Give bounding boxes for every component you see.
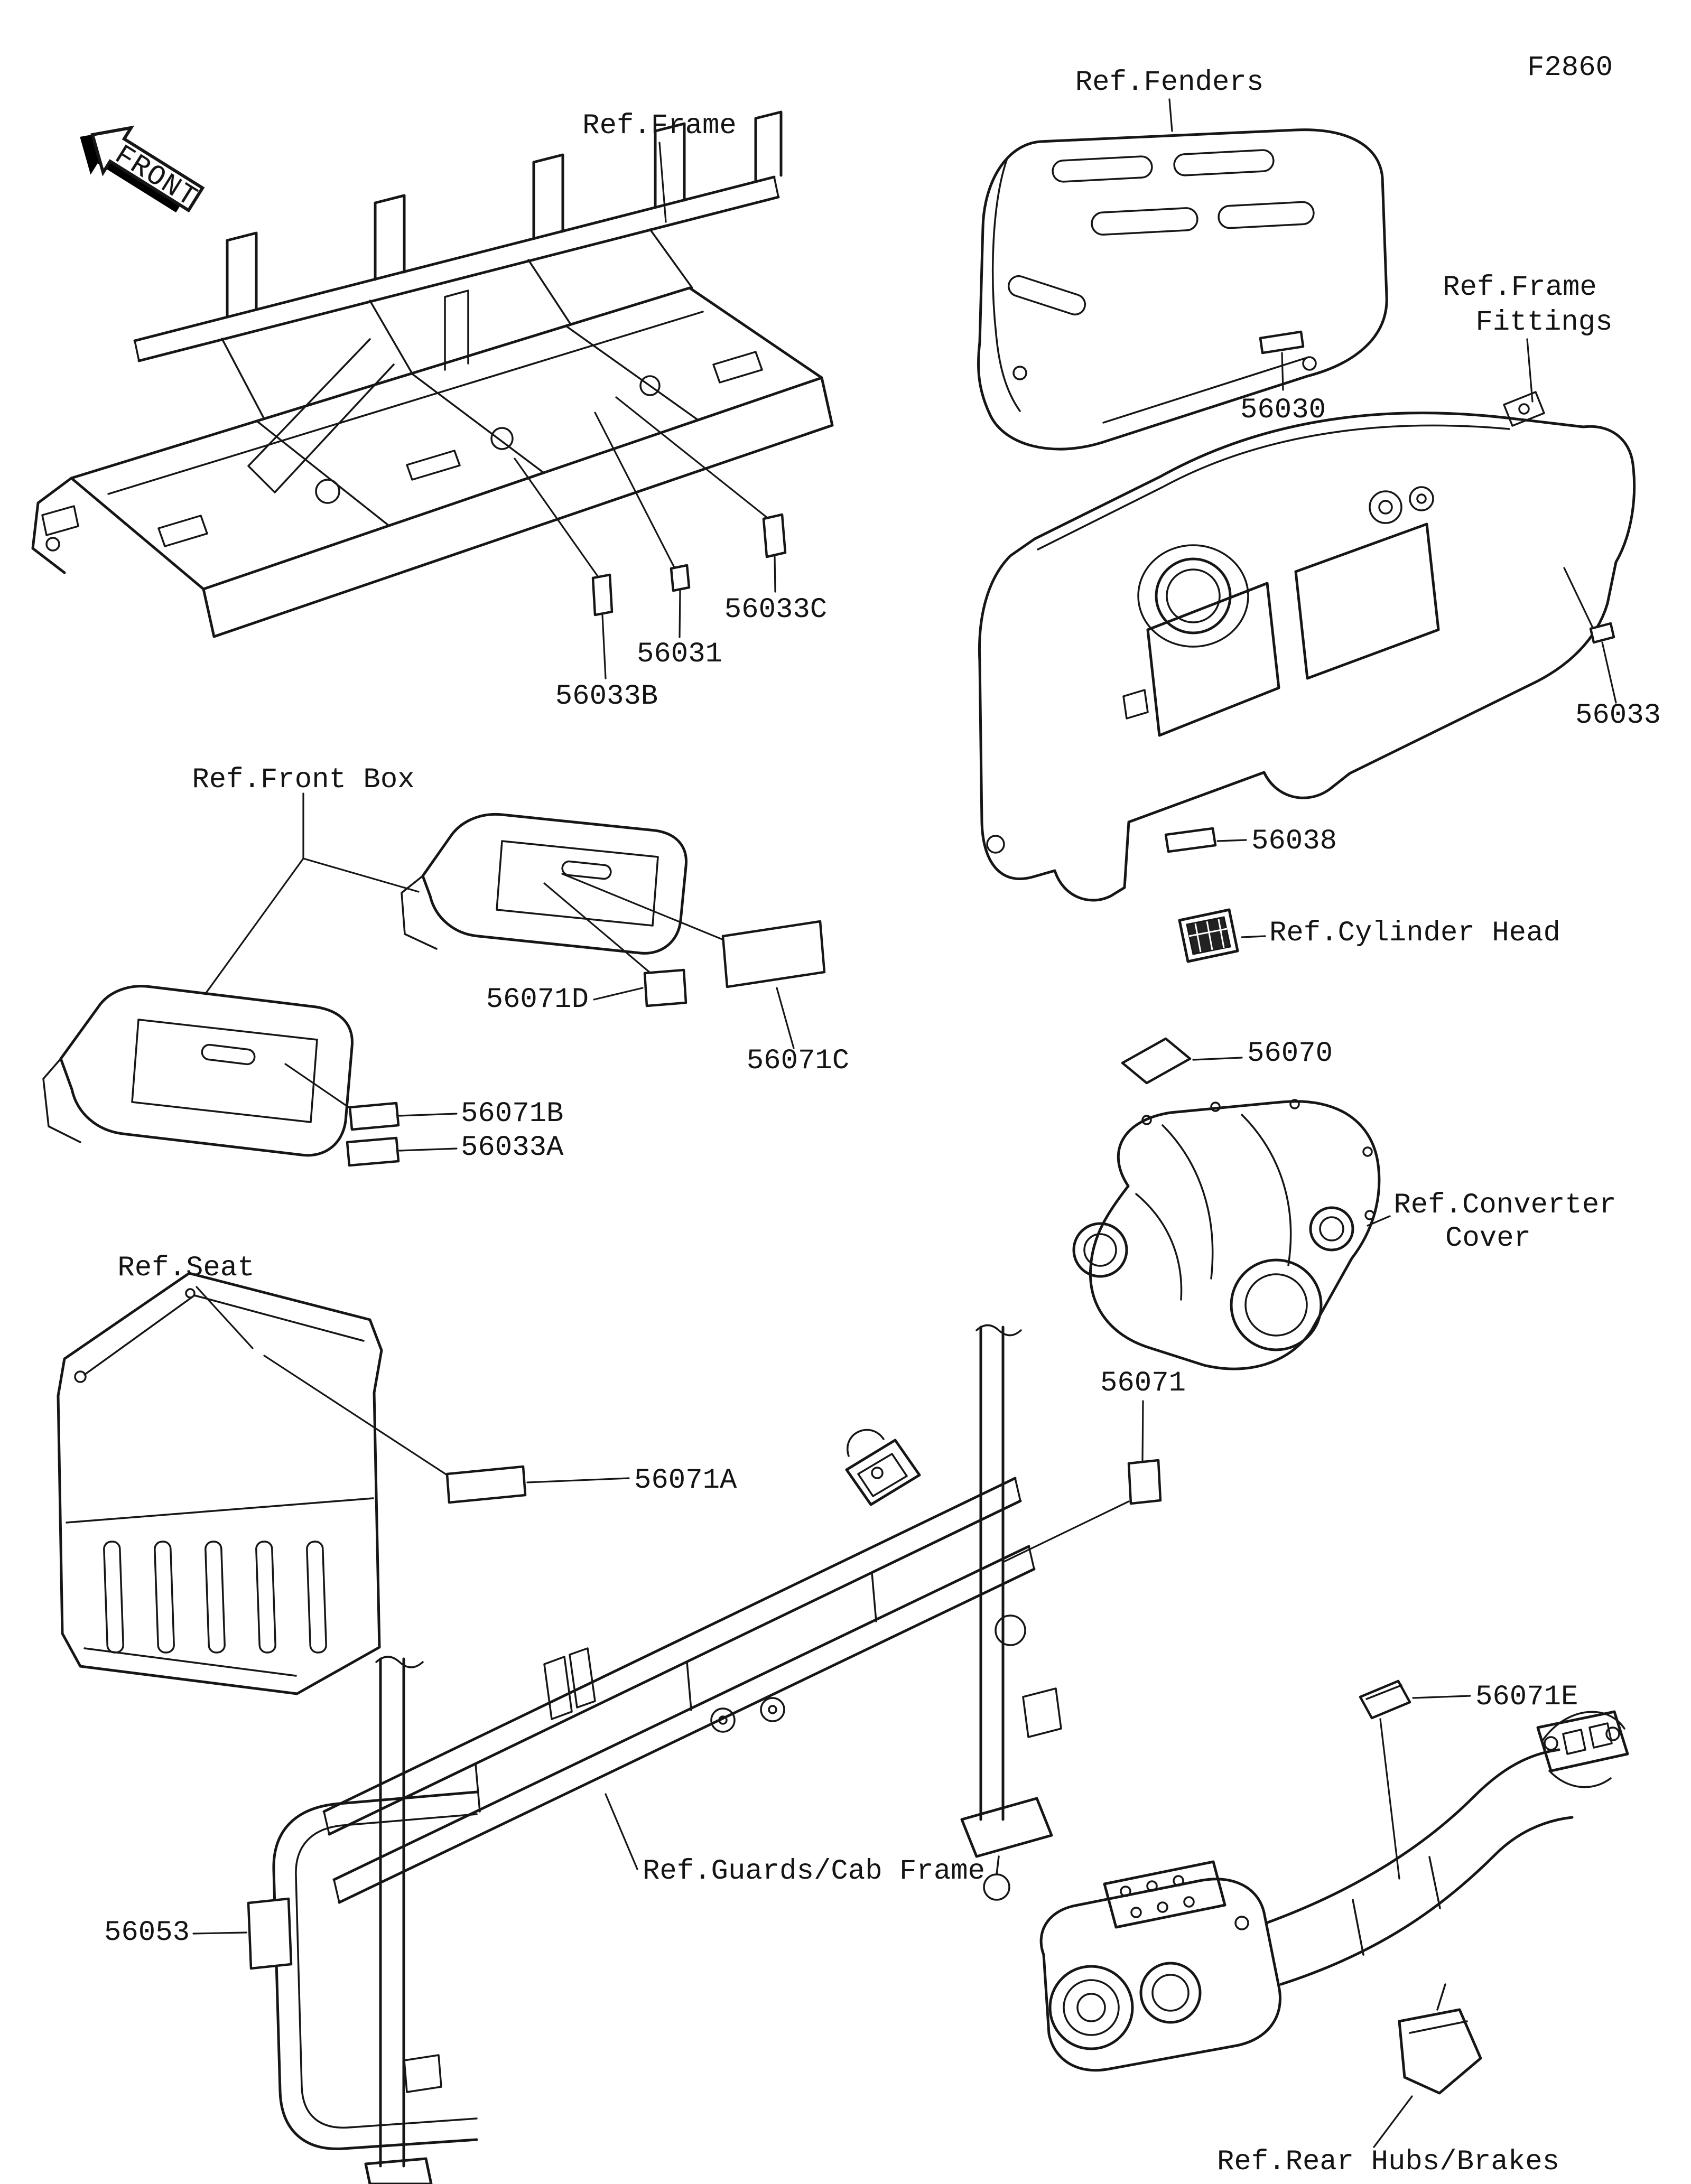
front-arrow: FRONT	[80, 125, 205, 215]
leader-56033C	[615, 396, 768, 519]
leader-ref-fenders	[1168, 98, 1173, 132]
ref-seat-label: Ref.Seat	[117, 1252, 254, 1284]
part-label-56033: 56033	[1575, 699, 1661, 732]
part-label-56071: 56071	[1100, 1367, 1186, 1399]
leader-56071E	[1379, 1718, 1400, 1880]
decal-56033A	[346, 1136, 400, 1167]
ref-converter-label-2: Cover	[1445, 1222, 1531, 1255]
decal-56038	[1164, 827, 1217, 853]
part-label-56071C: 56071C	[747, 1045, 849, 1077]
part-label-56071E: 56071E	[1475, 1681, 1578, 1713]
leader-56071B	[284, 1063, 350, 1108]
leader-56033	[1563, 567, 1594, 629]
leader-56071D	[543, 882, 654, 976]
decal-56030	[1259, 330, 1305, 354]
part-label-56031: 56031	[637, 638, 722, 670]
decal-56071A	[445, 1465, 527, 1504]
decal-56033C	[762, 513, 787, 558]
leader-56071	[1003, 1500, 1130, 1563]
guards-cab-frame-drawing: Ref.Guards/Cab Frame 56053	[104, 1324, 1062, 2184]
part-label-56071D: 56071D	[486, 984, 589, 1016]
decal-56071B	[348, 1102, 400, 1131]
part-label-56033B: 56033B	[555, 680, 658, 713]
decal-56071C	[721, 920, 826, 988]
ref-rear-hubs-label: Ref.Rear Hubs/Brakes	[1217, 2146, 1559, 2178]
page-code: F2860	[1527, 52, 1613, 84]
frame-fittings-drawing: Ref.Frame Fittings 56033	[978, 272, 1661, 902]
part-label-56053: 56053	[104, 1917, 190, 1949]
leader-56071A	[263, 1355, 448, 1476]
leader-56033B	[514, 458, 599, 578]
front-arrow-shape	[90, 125, 205, 213]
part-label-56071B: 56071B	[461, 1098, 563, 1130]
ref-frame-fittings-label-1: Ref.Frame	[1443, 272, 1597, 304]
cylinder-head-drawing: 56038 Ref.Cylinder Head	[1164, 825, 1560, 963]
rear-hubs-drawing: 56071E Ref.Rear Hubs/Brakes	[1039, 1679, 1629, 2178]
ref-converter-label-1: Ref.Converter	[1393, 1189, 1616, 1221]
leader-56071C	[561, 873, 739, 947]
leader-ref-frame-fittings	[1526, 338, 1534, 403]
part-label-56070: 56070	[1247, 1038, 1333, 1070]
converter-cover-drawing: 56070 Ref.Converter Cover	[1072, 1037, 1616, 1370]
frame-drawing: Ref.Frame 56033B 56031	[31, 110, 834, 713]
leader-56031	[594, 412, 675, 568]
decal-56033B	[591, 573, 614, 617]
part-label-56071A: 56071A	[634, 1464, 737, 1497]
ref-cylinder-head-label: Ref.Cylinder Head	[1269, 917, 1560, 949]
decal-56031	[670, 564, 691, 592]
leader-ref-rear-hubs	[1373, 2095, 1413, 2148]
seat-drawing: Ref.Seat 56071A	[57, 1252, 737, 1695]
front-box-drawing: Ref.Front Box 56071D 56071C 56071B 56033…	[42, 764, 849, 1167]
fenders-drawing: Ref.Fenders 56030	[977, 67, 1388, 451]
leader-ref-frame	[658, 142, 667, 223]
leader-ref-seat	[196, 1286, 254, 1349]
callout-56071: 56071	[1003, 1367, 1186, 1563]
part-label-56030: 56030	[1240, 394, 1326, 426]
decal-56071D	[643, 968, 687, 1007]
ref-frame-fittings-label-2: Fittings	[1475, 306, 1612, 339]
ref-fenders-label: Ref.Fenders	[1075, 67, 1263, 99]
leader-ref-front-box	[204, 792, 420, 995]
ref-frame-label: Ref.Frame	[582, 110, 737, 142]
leader-ref-converter	[1367, 1215, 1391, 1227]
part-label-56033C: 56033C	[724, 594, 827, 626]
decal-56033	[1589, 622, 1615, 644]
ref-front-box-label: Ref.Front Box	[192, 764, 414, 796]
decal-56071	[1127, 1459, 1162, 1505]
leader-ref-cylinder-head	[1241, 935, 1266, 938]
decal-56070	[1121, 1037, 1192, 1085]
ref-guards-label: Ref.Guards/Cab Frame	[643, 1855, 985, 1888]
decal-56053	[247, 1897, 293, 1970]
part-label-56033A: 56033A	[461, 1132, 564, 1164]
decal-56071E	[1359, 1679, 1411, 1720]
part-label-56038: 56038	[1251, 825, 1337, 857]
leader-ref-guards	[605, 1793, 638, 1870]
